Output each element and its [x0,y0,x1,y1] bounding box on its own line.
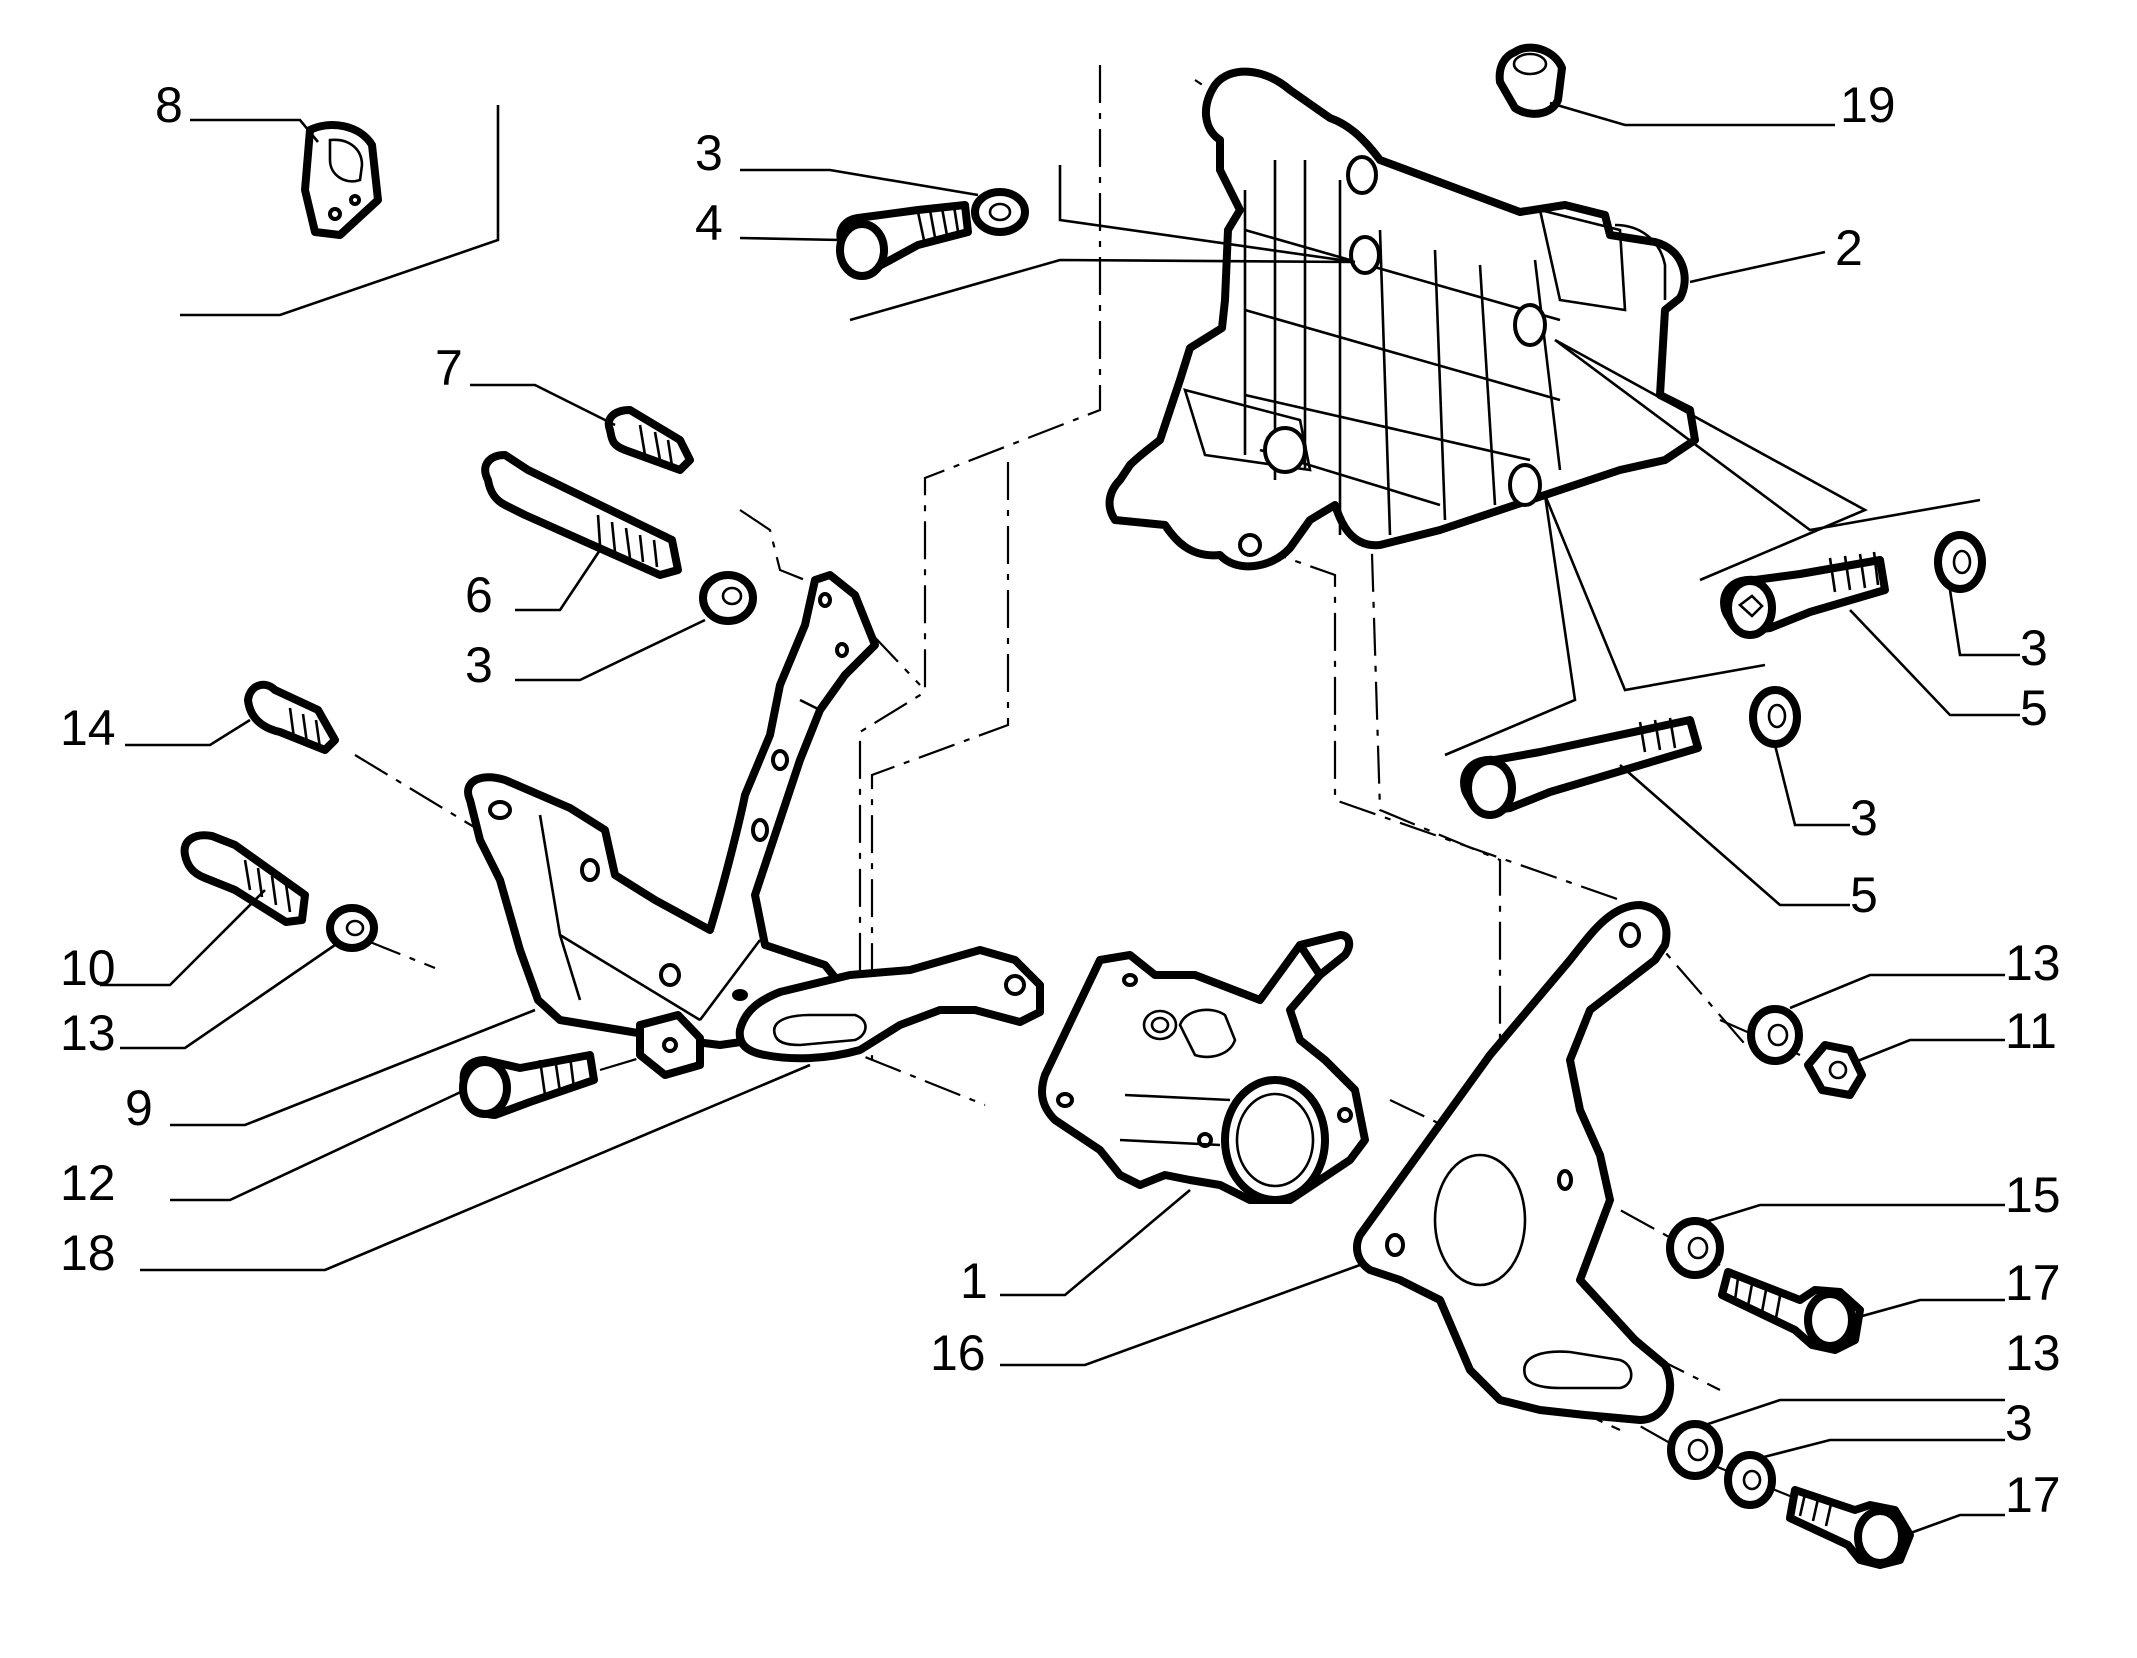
callout-1: 1 [960,1253,988,1309]
callout-11: 11 [2005,1003,2057,1059]
callout-7: 7 [435,340,463,396]
callout-3: 3 [2005,1395,2033,1451]
callout-17: 17 [2005,1467,2061,1523]
callout-8: 8 [155,77,183,133]
callout-12: 12 [60,1155,116,1211]
part-15-washer [1666,1217,1724,1279]
part-18-link [732,946,1044,1063]
callout-19: 19 [1840,77,1896,133]
callout-6: 6 [465,567,493,623]
callout-13: 13 [60,1005,116,1061]
part-12-bolt [459,1011,704,1119]
part-3-washer-left [699,571,757,625]
callout-4: 4 [695,195,723,251]
part-3-washer-right-upper [1934,531,1986,593]
callout-5: 5 [2020,680,2048,736]
part-9-bracket [464,571,879,1049]
part-4-screw-top [836,201,972,280]
part-10-bolt [180,831,309,926]
part-17-bolt-upper [1718,1268,1864,1354]
part-1-pump [1038,931,1369,1204]
part-3-washer-right-lower [1749,686,1801,748]
callout-15: 15 [2005,1167,2061,1223]
callout-labels: 8 3 4 19 2 7 6 3 14 10 13 9 12 18 1 16 3… [60,77,2061,1523]
part-13-washer-right [1747,1005,1803,1065]
callout-17: 17 [2005,1255,2061,1311]
part-3-washer-bottom [1724,1451,1776,1509]
part-13-washer-bottom [1667,1420,1723,1480]
callout-9: 9 [125,1080,153,1136]
part-11-nut [1804,1041,1866,1099]
part-2-main-bracket [1105,67,1699,571]
callout-2: 2 [1835,220,1863,276]
callout-3: 3 [465,637,493,693]
part-7-screw [604,406,694,474]
part-6-long-bolt [481,451,682,579]
callout-3: 3 [2020,620,2048,676]
part-14-flange-bolt [244,680,339,754]
callout-3: 3 [695,125,723,181]
callout-14: 14 [60,700,116,756]
callout-18: 18 [60,1225,116,1281]
callout-13: 13 [2005,935,2061,991]
callout-10: 10 [60,940,116,996]
callout-13: 13 [2005,1325,2061,1381]
part-13-washer-left [326,904,378,952]
part-8-clip [301,121,382,239]
part-5-screw-lower [1460,716,1702,819]
part-17-bolt-lower [1786,1486,1914,1569]
callout-3: 3 [1850,790,1878,846]
part-5-screw-upper [1720,551,1889,639]
part-3-washer-top [971,188,1029,236]
callout-5: 5 [1850,867,1878,923]
callout-16: 16 [930,1325,986,1381]
part-16-plate [1353,901,1675,1424]
part-19-sleeve [1495,43,1566,118]
